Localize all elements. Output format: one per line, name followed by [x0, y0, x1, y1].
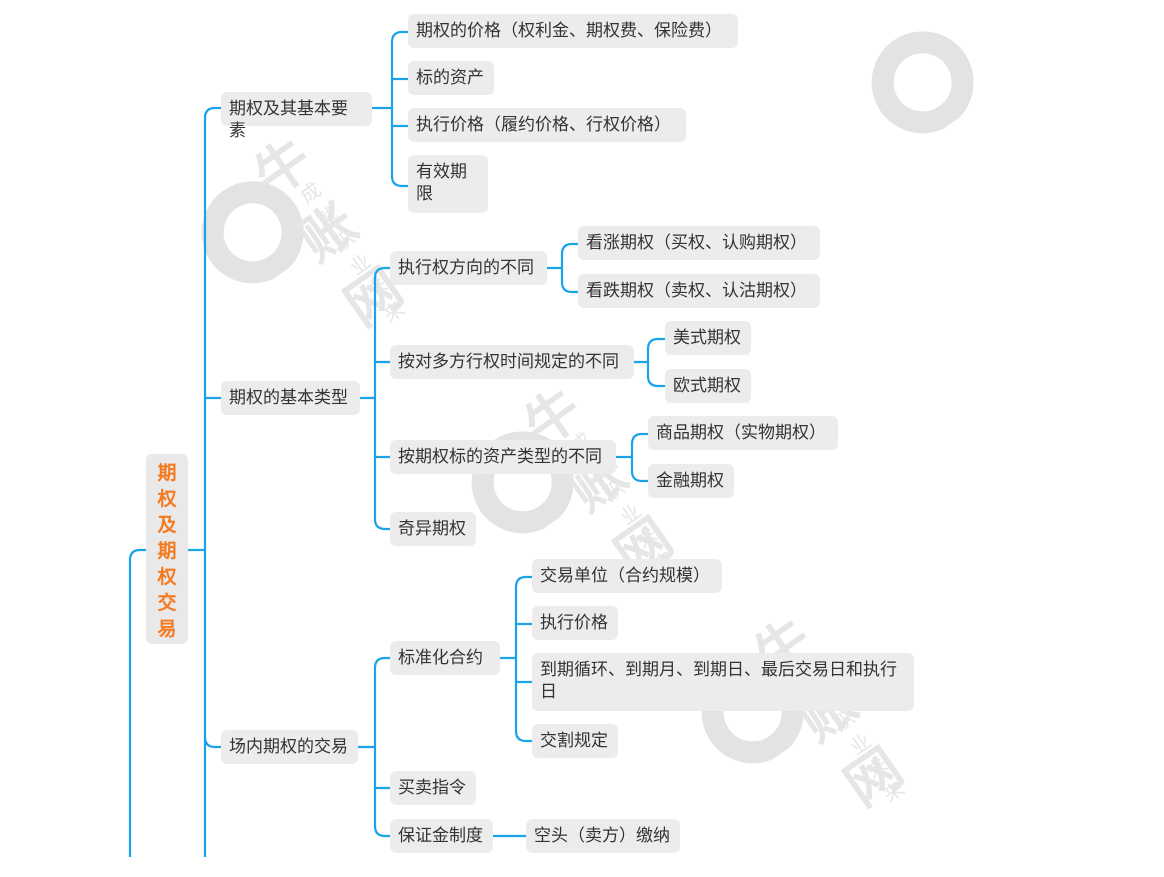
leaf-delivery-rules[interactable]: 交割规定 — [532, 724, 618, 758]
group-exercise-time[interactable]: 按对多方行权时间规定的不同 — [390, 345, 634, 379]
leaf-expiry[interactable]: 有效期限 — [408, 155, 488, 213]
connector-lines — [128, 30, 667, 857]
branch-option-basic-elements[interactable]: 期权及其基本要素 — [221, 92, 372, 141]
leaf-financial-option[interactable]: 金融期权 — [648, 464, 734, 498]
leaf-short-pays-margin[interactable]: 空头（卖方）缴纳 — [526, 819, 680, 853]
mindmap-root[interactable]: 期权及期权交易 — [146, 454, 188, 644]
leaf-put-option[interactable]: 看跌期权（卖权、认沽期权） — [578, 274, 820, 308]
leaf-trading-unit[interactable]: 交易单位（合约规模） — [532, 559, 722, 593]
group-exotic-option[interactable]: 奇异期权 — [390, 512, 476, 546]
group-underlying-type[interactable]: 按期权标的资产类型的不同 — [390, 440, 616, 474]
leaf-call-option[interactable]: 看涨期权（买权、认购期权） — [578, 226, 820, 260]
leaf-underlying-asset[interactable]: 标的资产 — [408, 61, 494, 95]
group-exercise-direction[interactable]: 执行权方向的不同 — [390, 251, 547, 285]
leaf-option-price[interactable]: 期权的价格（权利金、期权费、保险费） — [408, 14, 738, 48]
group-order-instructions[interactable]: 买卖指令 — [390, 771, 476, 805]
group-standardized-contract[interactable]: 标准化合约 — [390, 641, 500, 675]
leaf-american-option[interactable]: 美式期权 — [665, 321, 751, 355]
branch-exchange-trading[interactable]: 场内期权的交易 — [221, 730, 358, 764]
leaf-strike-price[interactable]: 执行价格（履约价格、行权价格） — [408, 108, 686, 142]
group-margin-system[interactable]: 保证金制度 — [390, 819, 493, 853]
leaf-european-option[interactable]: 欧式期权 — [665, 369, 751, 403]
branch-option-types[interactable]: 期权的基本类型 — [221, 381, 360, 415]
leaf-exercise-price[interactable]: 执行价格 — [532, 606, 618, 640]
leaf-expiry-cycle[interactable]: 到期循环、到期月、到期日、最后交易日和执行日 — [532, 653, 914, 711]
leaf-commodity-option[interactable]: 商品期权（实物期权） — [648, 416, 838, 450]
